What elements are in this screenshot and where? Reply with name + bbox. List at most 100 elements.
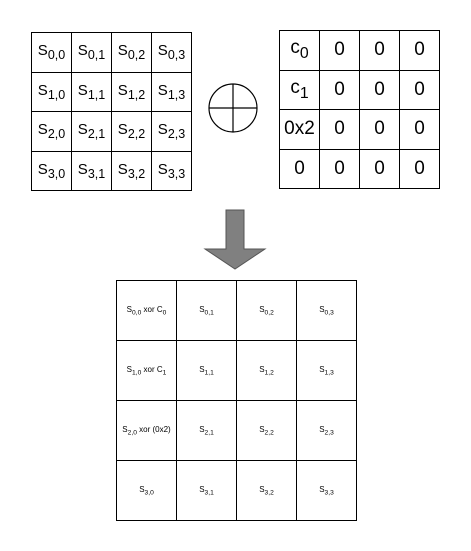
constant-matrix-cell: 0	[279, 148, 320, 189]
constant-matrix-cell: 0	[359, 148, 400, 189]
state-matrix-cell: S0,1	[71, 32, 112, 73]
result-matrix-cell: S0,0 xor C0	[116, 280, 177, 341]
subscript-index: 1,1	[87, 87, 106, 102]
constant-matrix-cell: 0	[319, 148, 360, 189]
subscript-index: 3,0	[144, 489, 154, 497]
subscript-index: 0,0	[132, 309, 142, 317]
subscript-index: 3,1	[204, 489, 214, 497]
constant-matrix-cell: 0	[399, 30, 440, 71]
constant-matrix-cell: 0	[359, 69, 400, 110]
subscript-index: 3,2	[264, 489, 274, 497]
constant-matrix-cell: c0	[279, 30, 320, 71]
subscript-index: 0,1	[204, 309, 214, 317]
result-matrix-cell: S1,3	[296, 340, 357, 401]
subscript-index: 2,2	[127, 127, 146, 142]
result-matrix-cell: S3,3	[296, 460, 357, 521]
constant-matrix-cell: 0	[399, 148, 440, 189]
constant-matrix-cell: 0	[359, 30, 400, 71]
state-matrix-cell: S1,2	[111, 71, 152, 112]
constant-matrix-cell: c1	[279, 69, 320, 110]
state-matrix-cell: S2,1	[71, 111, 112, 152]
subscript-index: 0,3	[167, 48, 186, 63]
subscript-index: 2,0	[127, 429, 137, 437]
subscript-index: 0,3	[324, 309, 334, 317]
subscript-index: 2,0	[47, 127, 66, 142]
state-matrix-cell: S0,3	[151, 32, 192, 73]
subscript-index: 0,2	[264, 309, 274, 317]
subscript-index: 1,2	[264, 369, 274, 377]
state-matrix-cell: S2,0	[31, 111, 72, 152]
constant-matrix-cell: 0	[319, 69, 360, 110]
result-matrix-cell: S3,2	[236, 460, 297, 521]
constant-matrix-cell: 0	[319, 109, 360, 150]
state-matrix-cell: S2,2	[111, 111, 152, 152]
state-matrix-cell: S3,3	[151, 150, 192, 191]
state-matrix-cell: S2,3	[151, 111, 192, 152]
subscript-index: 1,1	[204, 369, 214, 377]
down-arrow-icon	[203, 209, 267, 270]
state-matrix-cell: S1,0	[31, 71, 72, 112]
result-matrix-cell: S0,3	[296, 280, 357, 341]
subscript-index: 1,3	[167, 87, 186, 102]
subscript-index: 0,0	[47, 48, 66, 63]
subscript-index: 1,2	[127, 87, 146, 102]
result-matrix-cell: S3,1	[176, 460, 237, 521]
subscript-index: 0,2	[127, 48, 146, 63]
state-matrix-cell: S1,1	[71, 71, 112, 112]
subscript-index: 3,3	[324, 489, 334, 497]
result-matrix-cell: S2,0 xor (0x2)	[116, 400, 177, 461]
constant-matrix-cell: 0x2	[279, 109, 320, 150]
state-matrix-cell: S1,3	[151, 71, 192, 112]
subscript-index: 1,0	[47, 87, 66, 102]
subscript-index: 2,2	[264, 429, 274, 437]
state-matrix-cell: S3,0	[31, 150, 72, 191]
result-matrix-cell: S2,2	[236, 400, 297, 461]
result-matrix-cell: S0,1	[176, 280, 237, 341]
result-matrix-cell: S2,3	[296, 400, 357, 461]
state-matrix-cell: S3,1	[71, 150, 112, 191]
subscript-index: 2,3	[167, 127, 186, 142]
xor-icon	[208, 83, 258, 133]
constant-matrix-cell: 0	[359, 109, 400, 150]
subscript-index: 2,3	[324, 429, 334, 437]
result-matrix-cell: S1,2	[236, 340, 297, 401]
constant-matrix-cell: 0	[399, 109, 440, 150]
state-matrix-cell: S0,2	[111, 32, 152, 73]
subscript-index: 3,3	[167, 166, 186, 181]
result-matrix-cell: S1,0 xor C1	[116, 340, 177, 401]
subscript-index: 1	[299, 84, 309, 102]
subscript-index: 1,3	[324, 369, 334, 377]
subscript-index: 2,1	[87, 127, 106, 142]
subscript-index: 0	[162, 309, 167, 317]
subscript-index: 3,2	[127, 166, 146, 181]
subscript-index: 0,1	[87, 48, 106, 63]
result-matrix-cell: S1,1	[176, 340, 237, 401]
subscript-index: 1	[162, 369, 167, 377]
subscript-index: 3,0	[47, 166, 66, 181]
subscript-index: 3,1	[87, 166, 106, 181]
state-matrix-cell: S3,2	[111, 150, 152, 191]
result-matrix-cell: S0,2	[236, 280, 297, 341]
constant-matrix-cell: 0	[399, 69, 440, 110]
constant-matrix-cell: 0	[319, 30, 360, 71]
result-matrix-cell: S2,1	[176, 400, 237, 461]
subscript-index: 1,0	[132, 369, 142, 377]
result-matrix-cell: S3,0	[116, 460, 177, 521]
subscript-index: 0	[299, 45, 309, 63]
